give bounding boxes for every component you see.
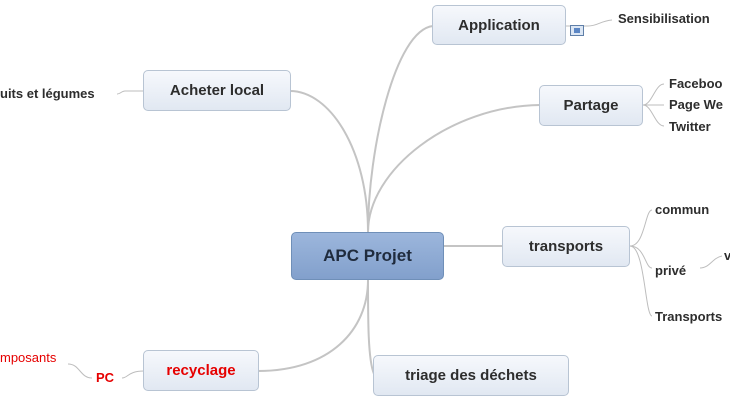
subtopic-pc[interactable]: PC	[96, 370, 115, 385]
connector-transports-child	[629, 245, 653, 317]
subtopic-page-web[interactable]: Page We	[669, 97, 723, 112]
connector-partage	[367, 104, 541, 233]
connector-recyclage	[257, 279, 369, 372]
subtopic-prive[interactable]: privé	[655, 263, 687, 278]
connector-pc	[121, 370, 145, 379]
connector-commun	[629, 209, 653, 247]
connector-triage	[367, 279, 375, 375]
central-topic-label: APC Projet	[323, 246, 412, 265]
central-topic-apc-projet[interactable]: APC Projet	[291, 232, 444, 280]
subtopic-composants[interactable]: mposants	[0, 350, 57, 365]
topic-partage-label: Partage	[563, 97, 619, 114]
topic-acheter-local[interactable]: Acheter local	[143, 70, 291, 111]
subtopic-commun[interactable]: commun	[655, 202, 710, 217]
connector-prive	[629, 245, 653, 269]
topic-transports-label: transports	[528, 238, 604, 255]
topic-triage-des-dechets[interactable]: triage des déchets	[373, 355, 569, 396]
connector-acheter-local	[289, 90, 369, 233]
subtopic-twitter[interactable]: Twitter	[669, 119, 711, 134]
connector-composants	[67, 363, 93, 379]
topic-triage-label: triage des déchets	[405, 367, 537, 384]
topic-partage[interactable]: Partage	[539, 85, 643, 126]
subtopic-facebook[interactable]: Faceboo	[669, 76, 723, 91]
subtopic-fruits-legumes[interactable]: uits et légumes	[0, 86, 95, 101]
connector-prive-child	[699, 255, 723, 269]
subtopic-prive-child[interactable]: v	[724, 248, 730, 263]
connector-twitter	[642, 104, 665, 127]
topic-transports[interactable]: transports	[502, 226, 630, 267]
topic-application-label: Application	[458, 16, 540, 34]
topic-acheter-local-label: Acheter local	[169, 82, 265, 99]
topic-recyclage[interactable]: recyclage	[143, 350, 259, 391]
subtopic-sensibilisation[interactable]: Sensibilisation	[618, 11, 710, 26]
topic-application[interactable]: Application	[432, 5, 566, 45]
connector-facebook	[642, 83, 665, 106]
topic-recyclage-label: recyclage	[166, 362, 236, 379]
connector-application	[367, 25, 434, 233]
note-icon[interactable]	[570, 25, 584, 36]
connector-fruits-legumes	[116, 90, 143, 95]
subtopic-transports-child[interactable]: Transports	[655, 309, 723, 324]
